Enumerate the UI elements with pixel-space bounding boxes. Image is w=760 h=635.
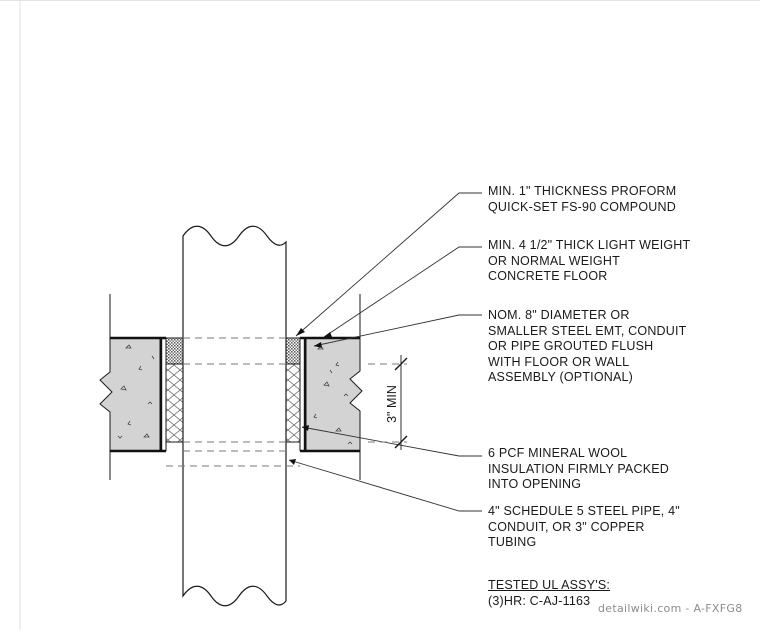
firestop-compound-left <box>165 337 184 365</box>
callout-line: TUBING <box>488 535 537 549</box>
callout-line: WITH FLOOR OR WALL <box>488 354 630 369</box>
tested-assemblies: TESTED UL ASSY'S: (3)HR: C-AJ-1163 <box>488 578 610 609</box>
concrete-slab-left <box>99 337 161 452</box>
watermark: detailwiki.com - A-FXFG8 <box>598 602 743 615</box>
mineral-wool-right <box>285 363 301 443</box>
callout-line: 6 PCF MINERAL WOOL <box>488 446 628 460</box>
callout-mineral-wool: 6 PCF MINERAL WOOL INSULATION FIRMLY PAC… <box>488 446 669 493</box>
callout-line: QUICK-SET FS-90 COMPOUND <box>488 199 676 214</box>
concrete-aggregate-marks <box>117 344 353 445</box>
callout-line: MIN. 1" THICKNESS PROFORM <box>488 184 677 198</box>
callout-firestop-compound: MIN. 1" THICKNESS PROFORM QUICK-SET FS-9… <box>488 184 676 215</box>
steel-pipe <box>182 225 287 607</box>
callout-line: OR PIPE GROUTED FLUSH <box>488 339 654 353</box>
dimension-3in-min <box>368 355 408 450</box>
hidden-slab-lines <box>166 337 300 467</box>
tested-assemblies-entry: (3)HR: C-AJ-1163 <box>488 593 591 608</box>
mineral-wool-left <box>165 363 184 443</box>
callout-line: ASSEMBLY (OPTIONAL) <box>488 370 634 384</box>
callout-concrete-floor: MIN. 4 1/2" THICK LIGHT WEIGHT OR NORMAL… <box>488 238 690 285</box>
callout-conduit-sleeve: NOM. 8" DIAMETER OR SMALLER STEEL EMT, C… <box>488 308 687 386</box>
callout-line: OR NORMAL WEIGHT <box>488 253 620 268</box>
callout-steel-pipe: 4" SCHEDULE 5 STEEL PIPE, 4" CONDUIT, OR… <box>488 504 680 551</box>
callout-line: INTO OPENING <box>488 477 582 491</box>
dimension-label: 3" MIN <box>385 385 399 423</box>
callout-line: MIN. 4 1/2" THICK LIGHT WEIGHT <box>488 238 691 252</box>
tested-assemblies-heading: TESTED UL ASSY'S: <box>488 578 611 592</box>
callout-line: SMALLER STEEL EMT, CONDUIT <box>488 323 687 338</box>
leader-lines <box>288 192 482 512</box>
leader-arrowheads <box>289 328 332 465</box>
concrete-slab-right <box>305 337 363 452</box>
firestop-compound-right <box>285 337 301 365</box>
callout-line: INSULATION FIRMLY PACKED <box>488 461 669 476</box>
callout-line: 4" SCHEDULE 5 STEEL PIPE, 4" <box>488 504 680 518</box>
callout-line: CONCRETE FLOOR <box>488 269 608 283</box>
callout-line: NOM. 8" DIAMETER OR <box>488 308 630 322</box>
callout-line: CONDUIT, OR 3" COPPER <box>488 519 645 534</box>
